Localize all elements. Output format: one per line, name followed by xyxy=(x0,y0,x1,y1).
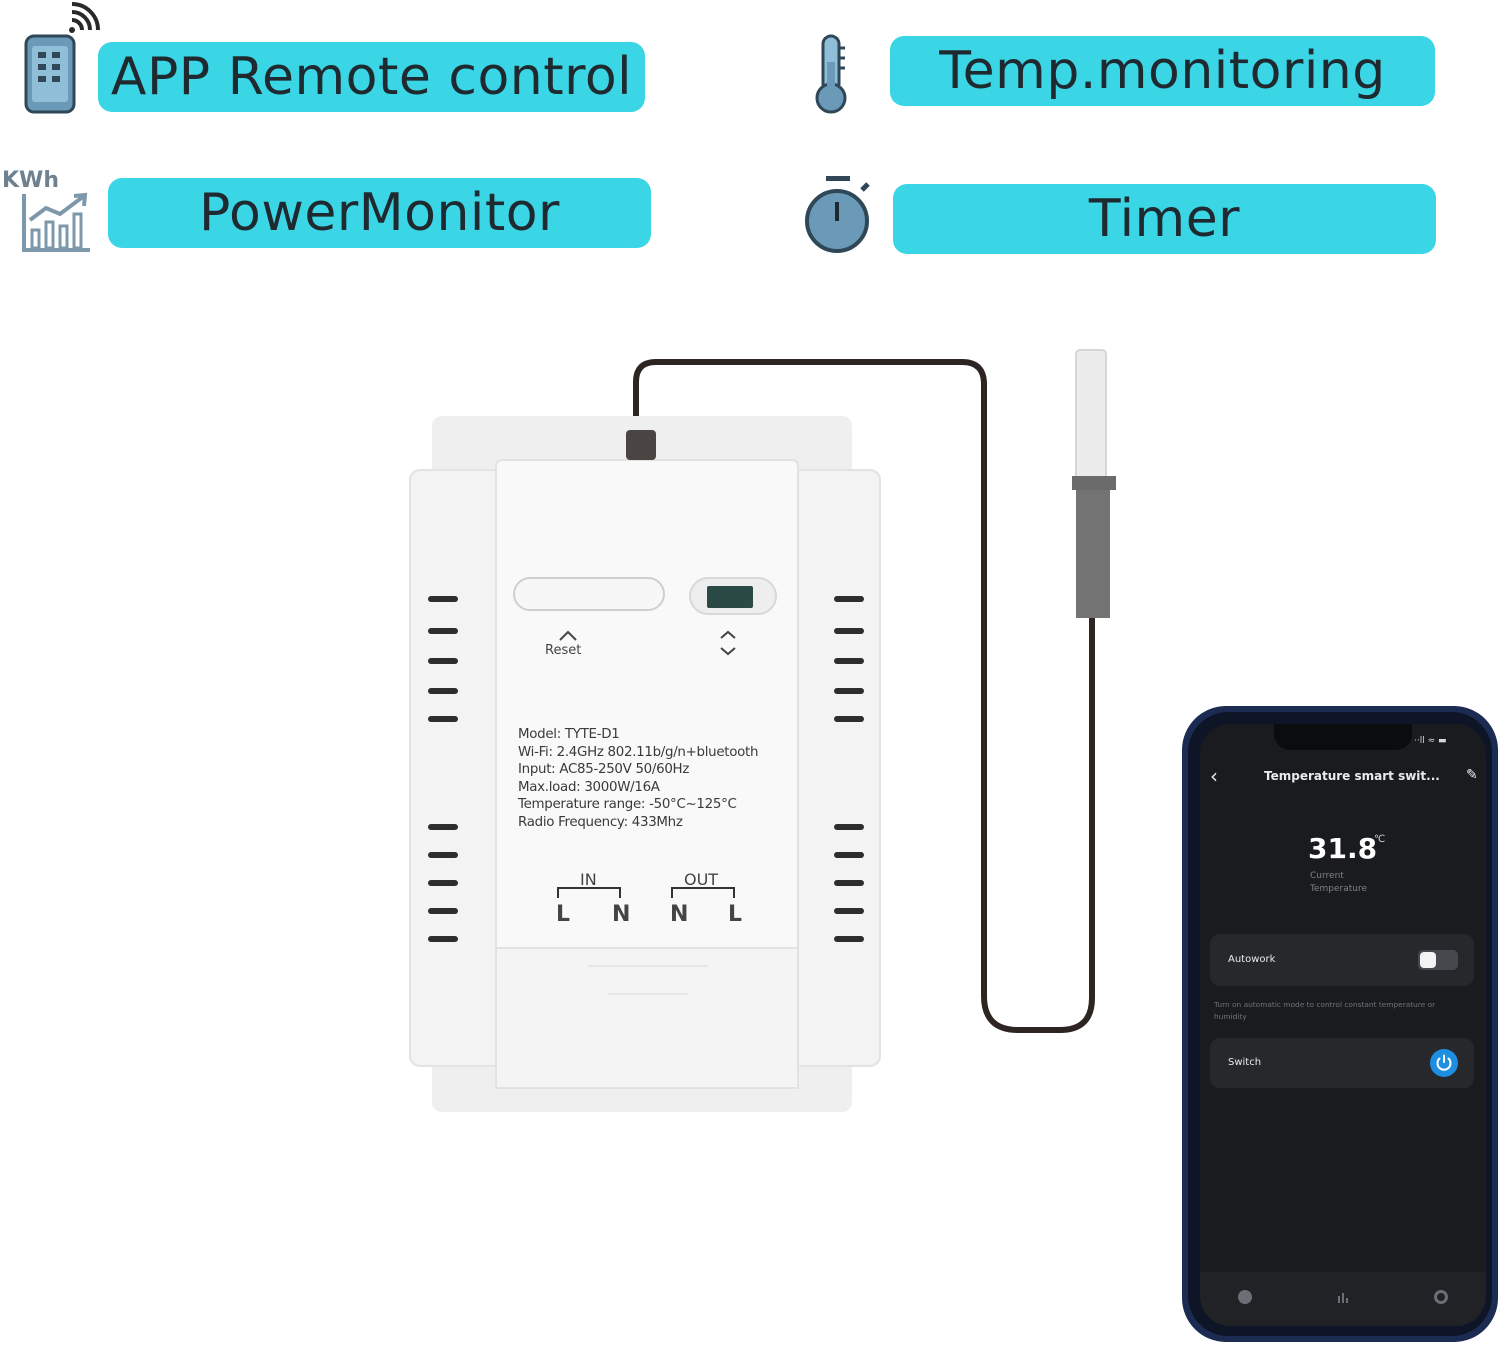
phone-notch xyxy=(1274,724,1412,750)
in-label: IN xyxy=(580,870,597,889)
feature-temp-monitoring: Temp.monitoring xyxy=(890,36,1435,106)
terminal-l-out: L xyxy=(728,902,743,927)
edit-icon[interactable]: ✎ xyxy=(1466,767,1478,783)
phone-wifi-icon xyxy=(24,2,100,114)
temperature-caption: Current xyxy=(1310,871,1344,881)
power-icon xyxy=(1436,1054,1452,1071)
temperature-caption: Temperature xyxy=(1310,884,1368,894)
terminal-l-in: L xyxy=(556,902,571,927)
toggle-knob xyxy=(1420,952,1436,968)
app-screen: ··ll ≈ ▬ ‹ Temperature smart swit... ✎ 3… xyxy=(1200,724,1486,1326)
kwh-chart-icon: KWh xyxy=(0,168,100,258)
stopwatch-icon xyxy=(805,176,870,253)
feature-app-remote-control: APP Remote control xyxy=(98,42,645,112)
thermometer-icon xyxy=(815,34,847,114)
back-icon[interactable]: ‹ xyxy=(1210,764,1218,788)
out-label: OUT xyxy=(684,870,719,889)
bottom-nav xyxy=(1200,1272,1486,1326)
spec-line: Temperature range: -50°C~125°C xyxy=(518,797,737,813)
feature-label: PowerMonitor xyxy=(199,183,560,243)
device-spec-label: Model: TYTE-D1 Wi-Fi: 2.4GHz 802.11b/g/n… xyxy=(518,726,818,832)
reset-label: Reset xyxy=(545,643,582,658)
spec-line: Input: AC85-250V 50/60Hz xyxy=(518,762,690,778)
settings-icon[interactable] xyxy=(1434,1290,1448,1304)
terminal-n-in: N xyxy=(612,902,631,927)
clock-icon[interactable] xyxy=(1238,1290,1252,1304)
temperature-unit: ℃ xyxy=(1374,834,1386,845)
feature-label: APP Remote control xyxy=(110,47,633,107)
temperature-probe xyxy=(1072,349,1116,618)
spec-line: Max.load: 3000W/16A xyxy=(518,779,660,795)
feature-label: Timer xyxy=(1088,189,1241,249)
temperature-value: 31.8 xyxy=(1308,832,1378,865)
autowork-card: Autowork xyxy=(1210,934,1474,986)
feature-timer: Timer xyxy=(893,184,1436,254)
switch-label: Switch xyxy=(1228,1057,1262,1068)
kwh-icon-text: KWh xyxy=(2,168,59,193)
power-button[interactable] xyxy=(1430,1049,1458,1077)
terminal-n-out: N xyxy=(670,902,689,927)
app-title: Temperature smart swit... xyxy=(1264,769,1440,783)
stats-icon[interactable] xyxy=(1336,1290,1350,1304)
autowork-label: Autowork xyxy=(1228,954,1276,965)
switch-card: Switch xyxy=(1210,1038,1474,1088)
spec-line: Wi-Fi: 2.4GHz 802.11b/g/n+bluetooth xyxy=(518,744,759,760)
autowork-description: humidity xyxy=(1214,1012,1247,1021)
feature-power-monitor: PowerMonitor xyxy=(108,178,651,248)
spec-line: Model: TYTE-D1 xyxy=(518,727,620,742)
spec-line: Radio Frequency: 433Mhz xyxy=(518,814,683,830)
autowork-description: Turn on automatic mode to control consta… xyxy=(1214,1000,1436,1009)
autowork-toggle[interactable] xyxy=(1418,950,1458,970)
feature-label: Temp.monitoring xyxy=(939,41,1386,101)
status-bar: ··ll ≈ ▬ xyxy=(1414,736,1447,746)
smart-switch-device xyxy=(409,416,881,1112)
